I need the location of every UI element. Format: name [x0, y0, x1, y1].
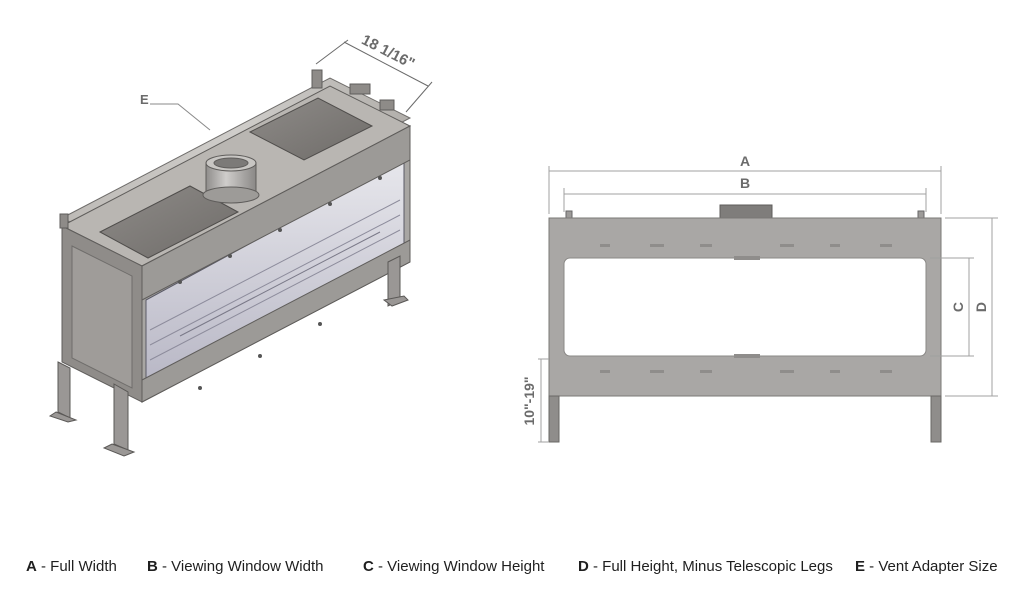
- front-leg-left: [548, 395, 560, 443]
- front-dimension-c-label: C: [950, 302, 966, 312]
- front-slot-marks: [600, 244, 892, 373]
- iso-top-panel-left: [98, 185, 240, 259]
- front-leg-dimension: [538, 358, 549, 443]
- front-dimension-d-label: D: [973, 302, 989, 312]
- iso-legs: [48, 255, 409, 457]
- front-dimension-a: [548, 166, 942, 214]
- front-vent-adapter: [719, 204, 773, 220]
- iso-callout-e-label: E: [140, 92, 149, 107]
- iso-depth-dimension-label: 18 1/16": [359, 31, 418, 72]
- legend-item-b: B - Viewing Window Width: [147, 558, 324, 575]
- front-view: A B C D 10"-19": [521, 153, 998, 443]
- front-viewing-window: [563, 257, 927, 357]
- front-leg-right: [930, 395, 942, 443]
- iso-left-side-inner: [71, 245, 133, 389]
- front-dimension-b: [563, 188, 927, 212]
- legend-item-a: A - Full Width: [26, 558, 117, 575]
- legend-item-c: C - Viewing Window Height: [363, 558, 545, 575]
- iso-top-brackets: [59, 69, 395, 229]
- legend: A - Full Width B - Viewing Window Width …: [0, 558, 1024, 582]
- front-dimension-c: [930, 257, 974, 357]
- front-dimension-d: [945, 217, 998, 397]
- isometric-view: 18 1/16" E: [48, 31, 433, 457]
- iso-vent-adapter: [202, 154, 260, 204]
- front-dimension-a-label: A: [740, 153, 750, 169]
- iso-burner-tray: [149, 199, 401, 361]
- legend-item-d: D - Full Height, Minus Telescopic Legs: [578, 558, 833, 575]
- front-leg-dimension-label: 10"-19": [521, 376, 537, 425]
- iso-front-bolts: [178, 176, 382, 390]
- front-dimension-b-label: B: [740, 175, 750, 191]
- iso-depth-dimension: [315, 39, 433, 113]
- iso-callout-e-leader: [150, 103, 211, 131]
- legend-item-e: E - Vent Adapter Size: [855, 558, 998, 575]
- iso-top-panel-right: [248, 97, 374, 161]
